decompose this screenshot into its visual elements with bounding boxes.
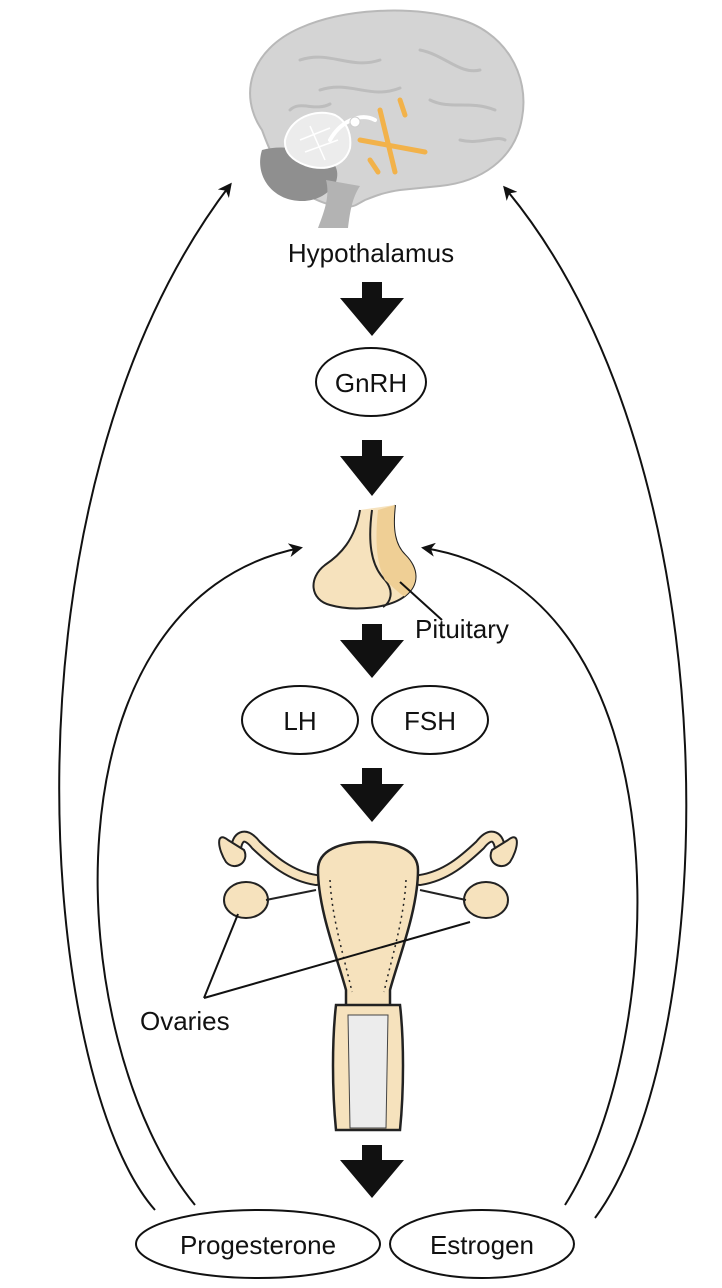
feedback-arrow-outer-right xyxy=(505,188,686,1218)
hypothalamus-label: Hypothalamus xyxy=(288,238,454,268)
fsh-label: FSH xyxy=(404,706,456,736)
brain-illustration xyxy=(250,11,523,228)
down-arrow-1 xyxy=(340,282,404,336)
down-arrow-4 xyxy=(340,768,404,822)
gnrh-label: GnRH xyxy=(335,368,407,398)
pituitary-illustration xyxy=(314,505,416,608)
ovary-pointer-left xyxy=(204,914,238,998)
down-arrow-3 xyxy=(340,624,404,678)
down-arrow-2 xyxy=(340,440,404,496)
lh-label: LH xyxy=(283,706,316,736)
reproductive-organs-illustration xyxy=(219,837,517,1130)
feedback-arrow-inner-left xyxy=(98,548,300,1205)
pituitary-label: Pituitary xyxy=(415,614,509,644)
down-arrow-5 xyxy=(340,1145,404,1198)
ovaries-label: Ovaries xyxy=(140,1006,230,1036)
progesterone-label: Progesterone xyxy=(180,1230,336,1260)
estrogen-label: Estrogen xyxy=(430,1230,534,1260)
uterus xyxy=(318,842,418,1010)
feedback-arrow-outer-left xyxy=(59,185,230,1210)
feedback-arrow-inner-right xyxy=(424,548,637,1205)
left-ovary xyxy=(224,882,268,918)
right-ovary xyxy=(464,882,508,918)
